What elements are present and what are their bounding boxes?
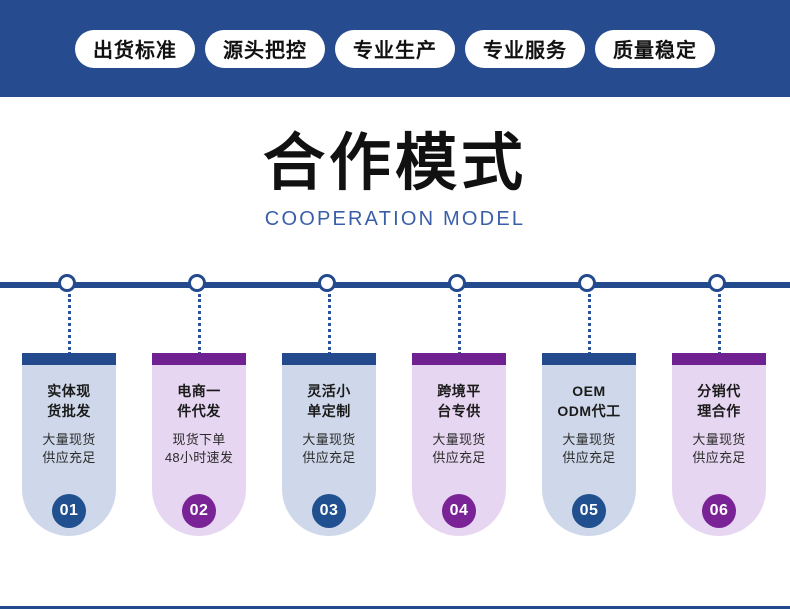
cooperation-card-3[interactable]: 灵活小 单定制 大量现货 供应充足 03 <box>282 353 376 536</box>
card-title: 跨境平 台专供 <box>412 381 506 422</box>
card-desc-line2: 供应充足 <box>42 450 96 466</box>
card-desc-line2: 供应充足 <box>692 450 746 466</box>
card-description: 现货下单 48小时速发 <box>152 431 246 468</box>
card-description: 大量现货 供应充足 <box>542 431 636 468</box>
card-desc-line2: 供应充足 <box>562 450 616 466</box>
card-title-line1: 电商一 <box>177 383 221 399</box>
timeline-marker-6 <box>708 274 726 292</box>
card-title-line1: 跨境平 <box>437 383 481 399</box>
cooperation-card-2[interactable]: 电商一 件代发 现货下单 48小时速发 02 <box>152 353 246 536</box>
card-title: 分销代 理合作 <box>672 381 766 422</box>
section-heading: 合作模式 COOPERATION MODEL <box>0 97 790 231</box>
cooperation-card-6[interactable]: 分销代 理合作 大量现货 供应充足 06 <box>672 353 766 536</box>
bottom-divider <box>0 606 790 609</box>
card-desc-line1: 大量现货 <box>562 431 616 447</box>
card-desc-line1: 现货下单 <box>172 431 226 447</box>
card-cap <box>282 353 376 365</box>
feature-pill-label: 质量稳定 <box>613 40 697 62</box>
feature-pill-1[interactable]: 出货标准 <box>75 29 195 68</box>
card-number-badge: 03 <box>312 494 346 528</box>
connector-line-6 <box>718 294 721 355</box>
timeline-marker-1 <box>58 274 76 292</box>
card-cap <box>542 353 636 365</box>
timeline-marker-5 <box>578 274 596 292</box>
cooperation-card-1[interactable]: 实体现 货批发 大量现货 供应充足 01 <box>22 353 116 536</box>
card-title: 灵活小 单定制 <box>282 381 376 422</box>
feature-pill-3[interactable]: 专业生产 <box>335 29 455 68</box>
card-title-line2: 货批发 <box>47 403 91 420</box>
card-desc-line1: 大量现货 <box>302 431 356 447</box>
card-cap <box>412 353 506 365</box>
feature-pill-label: 出货标准 <box>93 40 177 62</box>
card-title-line2: 件代发 <box>177 403 221 420</box>
card-title-line1: 分销代 <box>697 383 741 399</box>
connector-line-1 <box>68 294 71 355</box>
card-desc-line1: 大量现货 <box>432 431 486 447</box>
card-number-badge: 06 <box>702 494 736 528</box>
top-feature-banner: 出货标准 源头把控 专业生产 专业服务 质量稳定 <box>0 0 790 97</box>
card-title: 实体现 货批发 <box>22 381 116 422</box>
connector-line-2 <box>198 294 201 355</box>
cooperation-card-4[interactable]: 跨境平 台专供 大量现货 供应充足 04 <box>412 353 506 536</box>
card-cap <box>672 353 766 365</box>
cooperation-card-5[interactable]: OEM ODM代工 大量现货 供应充足 05 <box>542 353 636 536</box>
page-subtitle: COOPERATION MODEL <box>264 208 526 231</box>
card-description: 大量现货 供应充足 <box>412 431 506 468</box>
connector-line-5 <box>588 294 591 355</box>
card-number-badge: 05 <box>572 494 606 528</box>
card-number-badge: 01 <box>52 494 86 528</box>
timeline-rule <box>0 274 790 292</box>
card-content: 灵活小 单定制 大量现货 供应充足 <box>282 365 376 468</box>
card-title-line1: OEM <box>572 383 606 399</box>
card-cap <box>22 353 116 365</box>
card-desc-line1: 大量现货 <box>692 431 746 447</box>
card-content: 跨境平 台专供 大量现货 供应充足 <box>412 365 506 468</box>
card-description: 大量现货 供应充足 <box>282 431 376 468</box>
card-desc-line2: 供应充足 <box>302 450 356 466</box>
card-content: 实体现 货批发 大量现货 供应充足 <box>22 365 116 468</box>
card-description: 大量现货 供应充足 <box>22 431 116 468</box>
card-cap <box>152 353 246 365</box>
card-description: 大量现货 供应充足 <box>672 431 766 468</box>
card-title-line2: 单定制 <box>307 403 351 420</box>
card-title-line1: 实体现 <box>47 383 91 399</box>
timeline-marker-2 <box>188 274 206 292</box>
card-content: 分销代 理合作 大量现货 供应充足 <box>672 365 766 468</box>
card-number-badge: 04 <box>442 494 476 528</box>
card-content: 电商一 件代发 现货下单 48小时速发 <box>152 365 246 468</box>
timeline-marker-4 <box>448 274 466 292</box>
card-title-line2: ODM代工 <box>557 403 621 420</box>
card-title: 电商一 件代发 <box>152 381 246 422</box>
timeline-marker-3 <box>318 274 336 292</box>
card-desc-line2: 供应充足 <box>432 450 486 466</box>
card-title-line1: 灵活小 <box>307 383 351 399</box>
card-desc-line1: 大量现货 <box>42 431 96 447</box>
card-desc-line2: 48小时速发 <box>164 450 234 466</box>
page-title: 合作模式 <box>262 129 527 198</box>
feature-pill-label: 专业服务 <box>483 40 567 62</box>
card-title-line2: 台专供 <box>437 403 481 420</box>
feature-pill-4[interactable]: 专业服务 <box>465 29 585 68</box>
feature-pill-5[interactable]: 质量稳定 <box>595 29 715 68</box>
card-number-badge: 02 <box>182 494 216 528</box>
feature-pill-label: 专业生产 <box>353 40 437 62</box>
connector-line-3 <box>328 294 331 355</box>
card-title: OEM ODM代工 <box>542 381 636 422</box>
connector-line-4 <box>458 294 461 355</box>
card-content: OEM ODM代工 大量现货 供应充足 <box>542 365 636 468</box>
feature-pill-label: 源头把控 <box>223 40 307 62</box>
card-title-line2: 理合作 <box>697 403 741 420</box>
feature-pill-2[interactable]: 源头把控 <box>205 29 325 68</box>
